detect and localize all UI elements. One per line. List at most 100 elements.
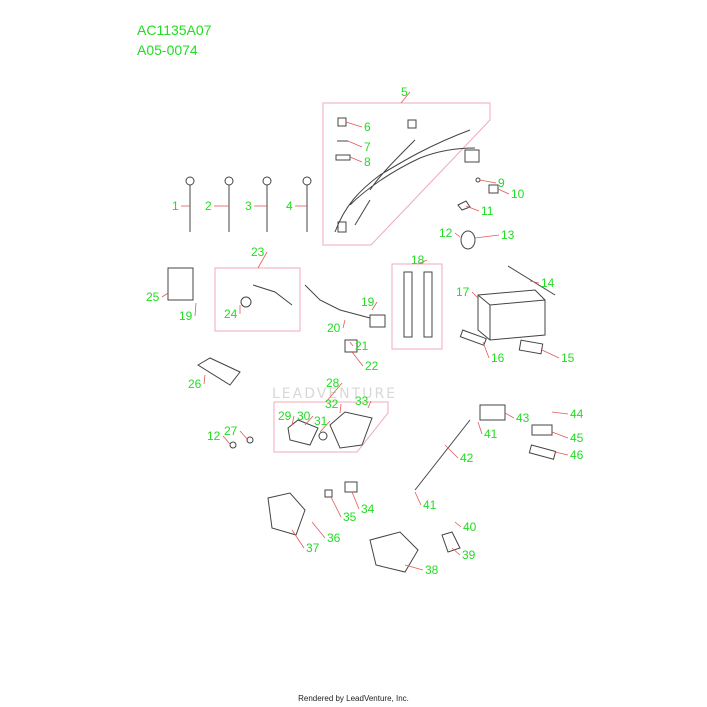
pad-15-drawing (518, 339, 544, 355)
bracket-45-drawing (531, 424, 553, 436)
clip-10-drawing (488, 184, 499, 194)
leader-44 (551, 411, 569, 415)
callout-1: 1 (172, 199, 179, 213)
callout-16: 16 (491, 351, 505, 365)
callout-13: 13 (501, 228, 515, 242)
leader-41 (414, 491, 422, 506)
harness-connector-drawing (464, 149, 480, 163)
nut-12-drawing (229, 441, 237, 449)
relay-13-drawing (460, 230, 476, 250)
callout-29: 29 (278, 409, 292, 423)
callout-38: 38 (425, 563, 439, 577)
callout-46: 46 (570, 448, 584, 462)
callout-26: 26 (188, 377, 202, 391)
callout-22: 22 (365, 359, 379, 373)
screw-9-drawing (475, 177, 481, 183)
lens-29-drawing (287, 419, 319, 446)
leader-16 (482, 341, 490, 359)
rod-42-drawing (414, 419, 471, 491)
callout-10: 10 (511, 187, 525, 201)
callout-9: 9 (498, 176, 505, 190)
callout-42: 42 (460, 451, 474, 465)
battery-cables-drawing (185, 176, 312, 232)
headlight-37-drawing (267, 492, 306, 536)
callout-41: 41 (423, 498, 437, 512)
leader-22 (351, 351, 364, 367)
bracket-39-drawing (441, 531, 461, 553)
diagram-code: A05-0074 (137, 42, 198, 58)
callout-23: 23 (251, 245, 265, 259)
leader-29 (291, 415, 295, 426)
callout-37: 37 (306, 541, 320, 555)
callout-2: 2 (205, 199, 212, 213)
callout-6: 6 (364, 120, 371, 134)
harness-plug-drawing (407, 119, 417, 129)
battery-17-drawing (477, 289, 546, 341)
callout-12: 12 (439, 226, 453, 240)
leader-46 (554, 451, 569, 456)
leader-41 (477, 421, 483, 435)
callout-25: 25 (146, 290, 160, 304)
leader-9 (479, 179, 497, 184)
cover-26-drawing (197, 357, 241, 386)
callout-21: 21 (355, 339, 369, 353)
leader-35 (330, 496, 342, 518)
callout-24: 24 (224, 307, 238, 321)
harness-box (322, 102, 491, 246)
leader-13 (474, 234, 500, 239)
callout-36: 36 (327, 531, 341, 545)
leader-11 (465, 205, 480, 212)
leader-20 (342, 319, 346, 329)
callout-3: 3 (245, 199, 252, 213)
regulator-25-drawing (167, 267, 194, 301)
callout-34: 34 (361, 502, 375, 516)
leader-36 (311, 521, 326, 539)
callout-19: 19 (361, 295, 375, 309)
cable-20-drawing (304, 284, 371, 319)
leader-33 (367, 400, 372, 409)
footer-credit: Rendered by LeadVenture, Inc. (298, 694, 409, 703)
callout-20: 20 (327, 321, 341, 335)
callout-35: 35 (343, 510, 357, 524)
washer-27-drawing (246, 436, 254, 444)
fuse-strap-drawing (403, 271, 413, 338)
leader-26 (203, 374, 206, 385)
callout-41: 41 (484, 427, 498, 441)
rectifier-box (214, 267, 301, 332)
callout-17: 17 (456, 285, 470, 299)
fuse-box (391, 263, 443, 350)
leader-23 (257, 251, 268, 269)
part-code: AC1135A07 (137, 22, 212, 38)
leader-30 (304, 415, 314, 426)
switch-19-drawing (369, 314, 386, 328)
callout-11: 11 (481, 204, 494, 218)
callout-31: 31 (314, 414, 328, 428)
callout-5: 5 (401, 85, 408, 99)
callout-19: 19 (179, 309, 193, 323)
leader-34 (351, 491, 360, 510)
ignition-cap-drawing (240, 296, 252, 308)
leader-19 (194, 302, 197, 317)
leader-21 (349, 341, 354, 347)
leader-12 (222, 435, 231, 445)
callout-14: 14 (541, 276, 555, 290)
leader-37 (291, 529, 305, 549)
callout-27: 27 (224, 424, 238, 438)
watermark: LEADVENTURE (272, 386, 397, 402)
bulb-31-drawing (318, 431, 328, 441)
leader-8 (349, 156, 363, 163)
wire-harness-drawing (334, 129, 476, 233)
callout-15: 15 (561, 351, 575, 365)
taillight-32-drawing (329, 411, 373, 449)
callout-8: 8 (364, 155, 371, 169)
callout-45: 45 (570, 431, 584, 445)
callout-33: 33 (355, 394, 369, 408)
leader-40 (454, 521, 462, 528)
leader-5 (400, 91, 411, 104)
leader-10 (497, 188, 510, 195)
connector-8-drawing (335, 154, 351, 161)
strap-14-drawing (507, 265, 556, 296)
callout-39: 39 (462, 548, 476, 562)
leader-7 (347, 140, 363, 148)
